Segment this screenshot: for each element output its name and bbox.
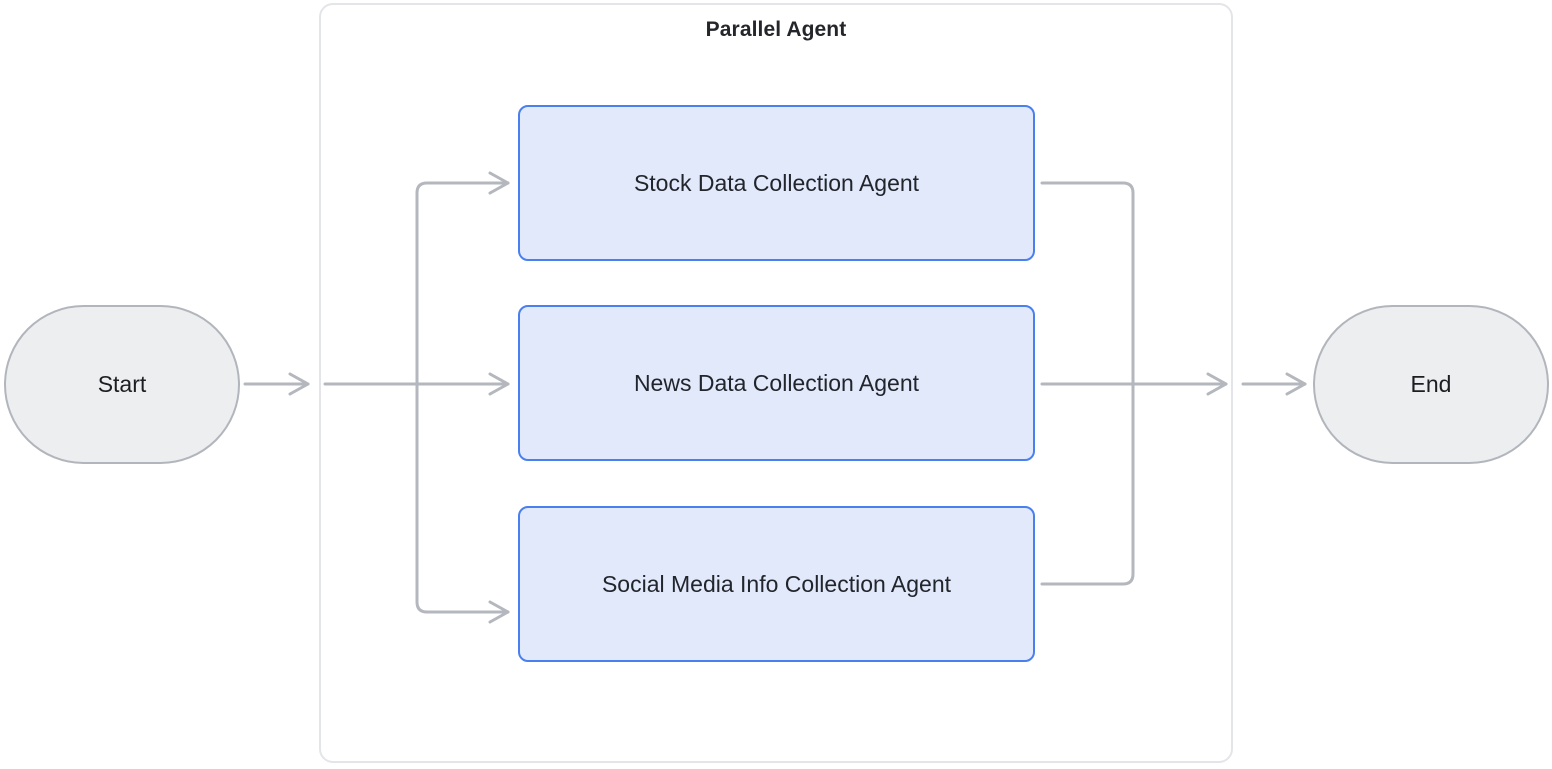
parallel-agent-group-title: Parallel Agent <box>705 18 847 41</box>
node-end-label: End <box>1410 371 1452 397</box>
node-start[interactable]: Start <box>4 305 240 464</box>
node-end[interactable]: End <box>1313 305 1549 464</box>
node-stock-data-collection-agent[interactable]: Stock Data Collection Agent <box>518 105 1035 261</box>
node-news-data-collection-agent-label: News Data Collection Agent <box>633 369 920 396</box>
arrowhead-start-to-group <box>288 372 310 396</box>
node-news-data-collection-agent[interactable]: News Data Collection Agent <box>518 305 1035 461</box>
node-start-label: Start <box>97 371 147 397</box>
node-social-media-info-collection-agent-label: Social Media Info Collection Agent <box>601 570 952 597</box>
arrowhead-group-to-end <box>1285 372 1307 396</box>
node-social-media-info-collection-agent[interactable]: Social Media Info Collection Agent <box>518 506 1035 662</box>
node-stock-data-collection-agent-label: Stock Data Collection Agent <box>633 169 920 196</box>
